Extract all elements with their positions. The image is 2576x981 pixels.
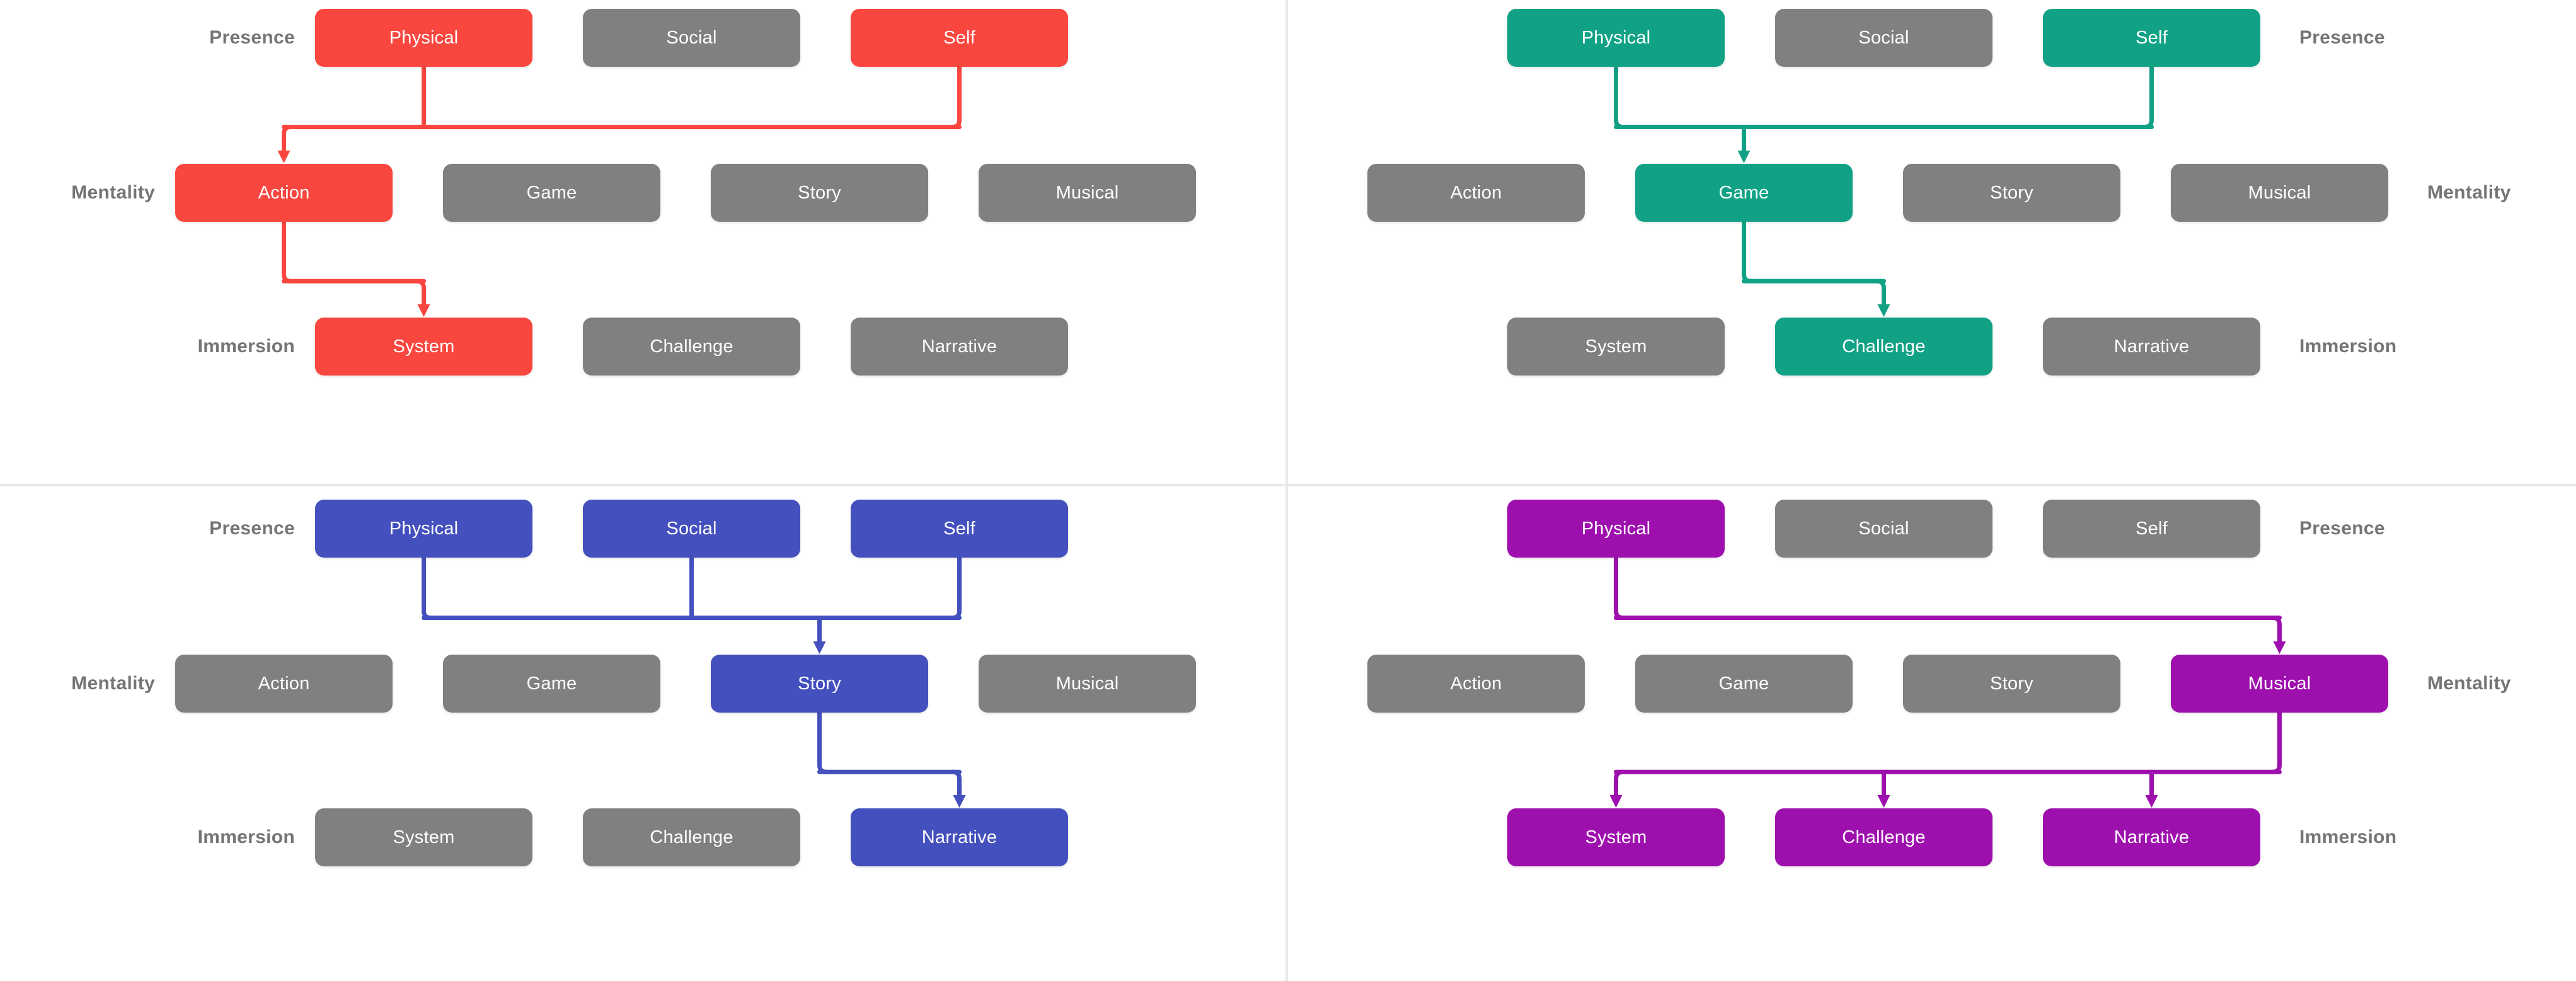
node-narrative[interactable]: Narrative xyxy=(851,318,1068,376)
row-label-presence: Presence xyxy=(2299,518,2385,539)
row-label-immersion: Immersion xyxy=(2299,336,2397,357)
node-game[interactable]: Game xyxy=(1635,164,1853,222)
flow-edge xyxy=(1614,64,1625,129)
node-action[interactable]: Action xyxy=(175,655,393,713)
node-musical[interactable]: Musical xyxy=(2171,164,2388,222)
node-physical[interactable]: Physical xyxy=(315,9,532,67)
node-narrative[interactable]: Narrative xyxy=(2043,318,2260,376)
arrowhead xyxy=(1877,304,1890,317)
node-game[interactable]: Game xyxy=(1635,655,1853,713)
node-story[interactable]: Story xyxy=(1903,164,2120,222)
node-game[interactable]: Game xyxy=(443,164,660,222)
node-game[interactable]: Game xyxy=(443,655,660,713)
row-label-mentality: Mentality xyxy=(71,182,155,203)
node-system[interactable]: System xyxy=(1507,318,1725,376)
arrowhead xyxy=(1877,795,1890,808)
node-system[interactable]: System xyxy=(1507,808,1725,866)
arrowhead xyxy=(1737,151,1751,163)
flow-edge xyxy=(282,124,293,154)
node-physical[interactable]: Physical xyxy=(315,500,532,558)
arrowhead xyxy=(1609,795,1623,808)
vertical-divider xyxy=(1285,0,1288,981)
row-label-mentality: Mentality xyxy=(71,673,155,694)
flow-arrows xyxy=(422,555,966,808)
arrowhead xyxy=(2145,795,2158,808)
row-label-immersion: Immersion xyxy=(2299,827,2397,847)
node-musical[interactable]: Musical xyxy=(979,164,1196,222)
node-self[interactable]: Self xyxy=(851,500,1068,558)
node-social[interactable]: Social xyxy=(583,500,800,558)
flow-edge xyxy=(2270,710,2282,774)
row-label-presence: Presence xyxy=(2299,27,2385,48)
node-narrative[interactable]: Narrative xyxy=(2043,808,2260,866)
node-challenge[interactable]: Challenge xyxy=(583,318,800,376)
flow-edge xyxy=(282,219,293,284)
flow-edge xyxy=(950,769,962,798)
row-label-presence: Presence xyxy=(209,27,295,48)
horizontal-divider xyxy=(0,484,2576,486)
node-system[interactable]: System xyxy=(315,808,532,866)
row-label-mentality: Mentality xyxy=(2427,182,2511,203)
flow-arrows xyxy=(277,64,962,317)
node-action[interactable]: Action xyxy=(1367,164,1585,222)
row-label-immersion: Immersion xyxy=(197,336,295,357)
node-musical[interactable]: Musical xyxy=(2171,655,2388,713)
row-label-immersion: Immersion xyxy=(197,827,295,847)
node-story[interactable]: Story xyxy=(711,655,928,713)
node-challenge[interactable]: Challenge xyxy=(1775,808,1992,866)
flow-edge xyxy=(817,710,829,774)
node-story[interactable]: Story xyxy=(1903,655,2120,713)
node-physical[interactable]: Physical xyxy=(1507,9,1725,67)
node-social[interactable]: Social xyxy=(1775,9,1992,67)
node-self[interactable]: Self xyxy=(2043,9,2260,67)
node-action[interactable]: Action xyxy=(1367,655,1585,713)
row-label-presence: Presence xyxy=(209,518,295,539)
node-system[interactable]: System xyxy=(315,318,532,376)
node-challenge[interactable]: Challenge xyxy=(1775,318,1992,376)
flow-edge xyxy=(1742,219,1753,284)
node-challenge[interactable]: Challenge xyxy=(583,808,800,866)
arrowhead xyxy=(277,151,290,163)
flow-edge xyxy=(950,64,962,129)
flow-arrows xyxy=(1609,555,2286,808)
flow-edge xyxy=(1614,555,1625,620)
flow-edge xyxy=(2270,615,2282,645)
flow-edge xyxy=(415,278,426,307)
flow-edge xyxy=(950,555,962,620)
node-action[interactable]: Action xyxy=(175,164,393,222)
node-social[interactable]: Social xyxy=(583,9,800,67)
node-musical[interactable]: Musical xyxy=(979,655,1196,713)
node-physical[interactable]: Physical xyxy=(1507,500,1725,558)
node-self[interactable]: Self xyxy=(2043,500,2260,558)
arrowhead xyxy=(953,795,966,808)
flow-edge xyxy=(422,555,433,620)
flow-edge xyxy=(1875,278,1886,307)
row-label-mentality: Mentality xyxy=(2427,673,2511,694)
arrowhead xyxy=(417,304,430,317)
node-narrative[interactable]: Narrative xyxy=(851,808,1068,866)
arrowhead xyxy=(813,641,826,654)
flow-edge xyxy=(2142,64,2154,129)
node-self[interactable]: Self xyxy=(851,9,1068,67)
node-story[interactable]: Story xyxy=(711,164,928,222)
arrowhead xyxy=(2273,641,2286,654)
flow-arrows xyxy=(1614,64,2154,317)
flow-edge xyxy=(1614,769,1625,798)
node-social[interactable]: Social xyxy=(1775,500,1992,558)
